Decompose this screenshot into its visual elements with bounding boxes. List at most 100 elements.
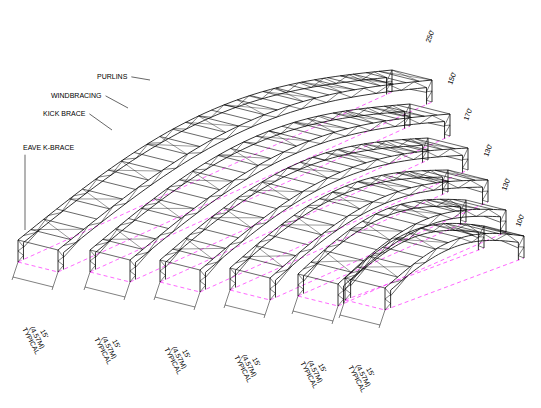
windbracing bbox=[116, 229, 143, 250]
purlin bbox=[90, 250, 130, 260]
purlin bbox=[198, 228, 238, 238]
top-chord bbox=[338, 209, 506, 284]
purlin bbox=[440, 199, 480, 209]
windbracing bbox=[199, 116, 226, 132]
purlin bbox=[350, 230, 390, 240]
kick-brace bbox=[484, 216, 500, 222]
column bbox=[343, 286, 344, 304]
purlin bbox=[308, 119, 348, 129]
purlin bbox=[377, 142, 417, 152]
dimension-line bbox=[85, 287, 125, 297]
top-chord bbox=[298, 199, 466, 274]
column-lacing bbox=[463, 148, 468, 170]
ground-line bbox=[90, 272, 130, 282]
column bbox=[422, 145, 423, 162]
dimension-line bbox=[293, 311, 333, 321]
ground-line bbox=[58, 102, 432, 272]
column bbox=[426, 88, 427, 105]
purlin bbox=[414, 201, 454, 211]
windbracing bbox=[160, 137, 187, 155]
top-chord bbox=[270, 180, 488, 278]
kick-brace bbox=[502, 241, 519, 248]
purlin bbox=[353, 74, 393, 84]
purlin bbox=[337, 240, 377, 250]
column bbox=[390, 290, 391, 308]
purlin bbox=[397, 105, 437, 115]
length-dimension: 250' bbox=[424, 28, 436, 45]
leader-line bbox=[89, 114, 112, 130]
column bbox=[205, 272, 206, 289]
column-lacing bbox=[445, 114, 450, 136]
truss-web bbox=[275, 180, 482, 273]
windbracing bbox=[237, 100, 264, 115]
kick-brace bbox=[63, 239, 79, 257]
bay-dimension: 15' (4.57M) TYPICAL bbox=[232, 346, 267, 385]
length-dimension: 130' bbox=[500, 176, 512, 193]
column-lacing bbox=[345, 278, 351, 300]
purlin bbox=[345, 186, 385, 196]
purlin bbox=[256, 136, 296, 146]
dimension-line bbox=[13, 277, 53, 287]
purlin bbox=[237, 100, 277, 110]
extension-line bbox=[332, 306, 338, 324]
column bbox=[460, 207, 461, 225]
windbracing bbox=[300, 162, 327, 178]
column-lacing bbox=[385, 288, 391, 310]
truss-web bbox=[391, 234, 519, 283]
column-lacing bbox=[338, 284, 343, 306]
truss-web bbox=[235, 170, 442, 263]
windbracing bbox=[44, 219, 71, 239]
truss-web bbox=[303, 199, 460, 269]
part-label: WINDBRACING bbox=[50, 92, 103, 100]
ground-line bbox=[345, 248, 484, 300]
windbracing bbox=[339, 149, 366, 163]
purlin bbox=[307, 207, 347, 217]
leader-line bbox=[131, 77, 150, 80]
windbracing bbox=[121, 161, 148, 180]
purlin bbox=[320, 116, 360, 126]
bay-dimension: 15' (4.57M) TYPICAL bbox=[162, 338, 197, 377]
column-lacing bbox=[298, 274, 303, 296]
purlin bbox=[324, 251, 364, 261]
length-dimension: 170' bbox=[462, 106, 474, 123]
windbracing bbox=[363, 221, 390, 240]
windbracing bbox=[294, 215, 321, 234]
bay-dimension: 15' (4.57M) TYPICAL bbox=[20, 318, 55, 357]
kick-brace bbox=[428, 123, 444, 127]
column bbox=[444, 121, 445, 138]
top-chord bbox=[200, 148, 468, 270]
column bbox=[303, 276, 304, 294]
windbracing bbox=[371, 178, 398, 192]
purlin bbox=[410, 104, 450, 114]
column bbox=[63, 253, 64, 270]
purlin bbox=[160, 260, 200, 270]
purlin bbox=[366, 73, 406, 83]
purlin bbox=[82, 189, 122, 199]
windbracing bbox=[262, 182, 289, 200]
bottom-chord bbox=[351, 230, 479, 280]
purlin bbox=[320, 199, 360, 209]
purlin bbox=[275, 175, 315, 185]
bay-dimension: 15' (4.57M) TYPICAL bbox=[298, 352, 333, 391]
length-dimension: 130' bbox=[482, 142, 494, 159]
column-lacing bbox=[518, 236, 524, 258]
column bbox=[165, 262, 166, 279]
purlin bbox=[300, 162, 340, 172]
ground-line bbox=[230, 290, 270, 300]
column-lacing bbox=[483, 180, 488, 202]
windbracing bbox=[192, 171, 219, 190]
purlin bbox=[315, 80, 355, 90]
windbracing bbox=[440, 199, 467, 210]
windbracing bbox=[231, 148, 258, 165]
windbracing bbox=[276, 88, 303, 102]
purlin bbox=[384, 106, 424, 116]
purlin bbox=[346, 111, 386, 121]
column-lacing bbox=[130, 260, 135, 282]
windbracing bbox=[308, 119, 335, 133]
bottom-chord bbox=[275, 187, 482, 280]
windbracing bbox=[224, 208, 251, 228]
purlin bbox=[333, 192, 373, 202]
top-chord bbox=[58, 80, 432, 250]
purlin bbox=[180, 180, 220, 190]
bottom-chord bbox=[391, 240, 519, 290]
